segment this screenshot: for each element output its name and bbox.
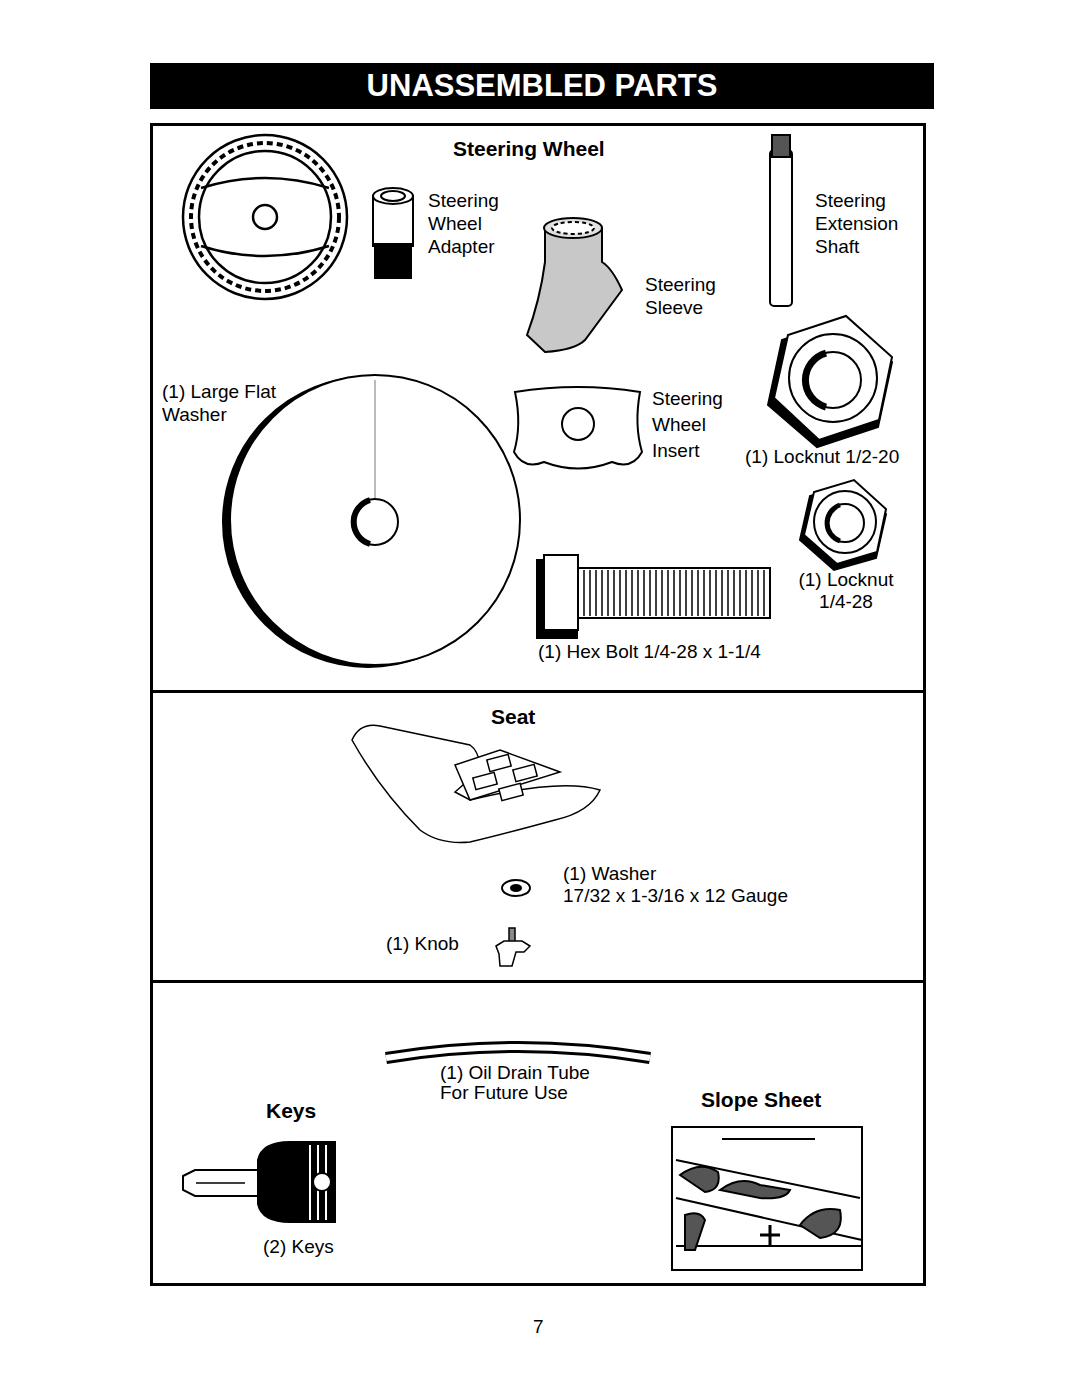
section-panel: Seat: [150, 690, 926, 983]
section-panel: Steering Wheel: [150, 123, 926, 693]
part-label: Steering Extension Shaft: [815, 189, 920, 258]
part-label: (1) Knob: [386, 933, 459, 955]
section-heading: Seat: [491, 705, 535, 729]
title-bar: UNASSEMBLED PARTS: [150, 63, 934, 109]
part-label: Steering Sleeve: [645, 273, 745, 319]
part-label: 17/32 x 1-3/16 x 12 Gauge: [563, 885, 788, 907]
section-heading: Keys: [266, 1099, 316, 1123]
part-label: (1) Washer: [563, 863, 656, 885]
page-number: 7: [533, 1316, 544, 1338]
page-title: UNASSEMBLED PARTS: [367, 68, 718, 104]
part-label: (1) Large Flat Washer: [162, 380, 302, 426]
section-heading: Slope Sheet: [701, 1088, 821, 1112]
part-label: (1) Locknut 1/4-28: [786, 569, 906, 613]
part-label: Steering Wheel Insert: [652, 386, 742, 464]
part-label: Steering Wheel Adapter: [428, 189, 523, 258]
section-heading: Steering Wheel: [453, 137, 605, 161]
part-label: (2) Keys: [263, 1236, 334, 1258]
part-label: (1) Oil Drain Tube For Future Use: [440, 1063, 618, 1103]
part-label: (1) Hex Bolt 1/4-28 x 1-1/4: [538, 641, 761, 663]
part-label: (1) Locknut 1/2-20: [745, 446, 899, 468]
